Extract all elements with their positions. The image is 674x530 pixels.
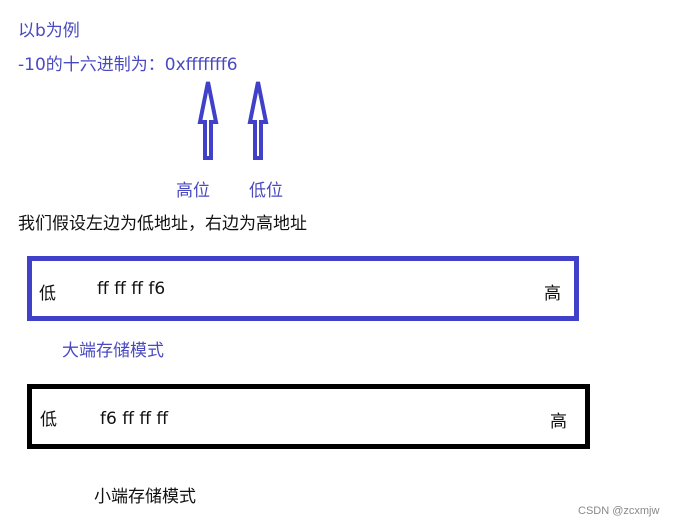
- memory-bytes: ff ff ff f6: [97, 279, 166, 299]
- up-arrow-icon: [197, 81, 219, 160]
- up-arrow-icon: [247, 81, 269, 160]
- high-address-label: 高: [550, 412, 567, 432]
- watermark: CSDN @zcxmjw: [578, 505, 660, 517]
- hex-value-line: -10的十六进制为：0xfffffff6: [18, 55, 238, 75]
- big-endian-caption: 大端存储模式: [62, 341, 164, 361]
- low-address-label: 低: [40, 410, 57, 430]
- address-assumption: 我们假设左边为低地址，右边为高地址: [18, 214, 307, 234]
- high-address-label: 高: [544, 284, 561, 304]
- little-endian-memory-box: 低 f6 ff ff ff 高: [27, 384, 590, 449]
- low-address-label: 低: [39, 284, 56, 304]
- example-title: 以b为例: [18, 21, 80, 41]
- high-byte-label: 高位: [176, 181, 210, 201]
- little-endian-caption: 小端存储模式: [94, 487, 196, 507]
- memory-bytes: f6 ff ff ff: [100, 409, 169, 429]
- big-endian-memory-box: 低 ff ff ff f6 高: [27, 256, 579, 321]
- low-byte-label: 低位: [249, 181, 283, 201]
